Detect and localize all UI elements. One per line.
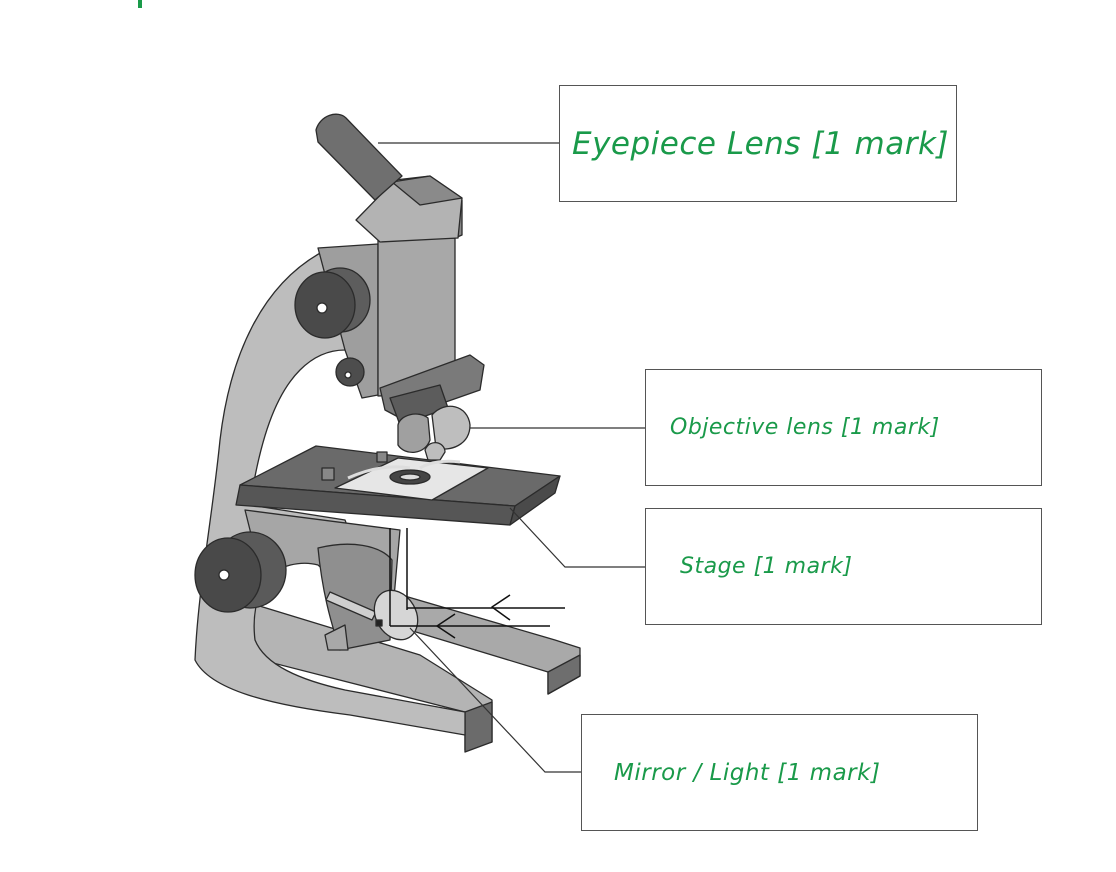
label-objective-lens: Objective lens [1 mark] [670, 415, 940, 440]
microscope-head [315, 113, 485, 461]
mirror-assembly [324, 528, 565, 651]
leader-mirror [409, 627, 581, 773]
label-box-mirror: Mirror / Light [1 mark] [581, 714, 978, 831]
leader-stage [509, 507, 645, 568]
label-stage: Stage [1 mark] [680, 554, 853, 579]
label-eyepiece-lens: Eyepiece Lens [1 mark] [572, 125, 949, 162]
microscope-stage [235, 445, 561, 526]
label-box-objective: Objective lens [1 mark] [645, 369, 1042, 486]
microscope-arm [194, 251, 466, 736]
focus-knobs [194, 267, 371, 613]
leader-lines [378, 142, 645, 773]
label-box-eyepiece: Eyepiece Lens [1 mark] [559, 85, 957, 202]
label-mirror-light: Mirror / Light [1 mark] [614, 759, 881, 786]
label-box-stage: Stage [1 mark] [645, 508, 1042, 625]
corner-mark [138, 0, 142, 8]
